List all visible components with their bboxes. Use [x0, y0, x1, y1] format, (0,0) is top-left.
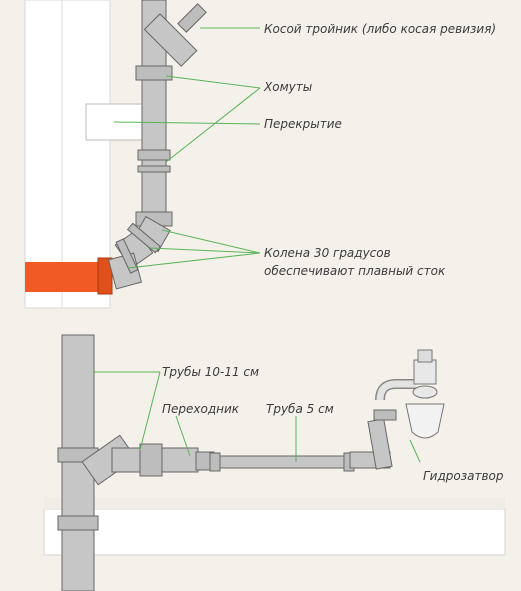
label-elbows-line2: обеспечивают плавный сток	[264, 264, 446, 278]
bottom-leader-lines	[94, 371, 421, 463]
label-clamps: Хомуты	[264, 80, 313, 94]
elbows-30-degrees	[107, 215, 171, 290]
bottom-diagram	[43, 334, 506, 591]
pipe-clamp	[137, 149, 171, 161]
floor	[43, 508, 506, 556]
label-adapter: Переходник	[162, 402, 240, 416]
pipe-socket	[135, 65, 173, 81]
oblique-tee	[143, 3, 207, 67]
label-pipes-10-11: Трубы 10-11 см	[162, 365, 260, 379]
pipe-5cm	[211, 455, 353, 469]
label-pipe-5cm: Труба 5 см	[266, 402, 334, 416]
label-elbows-line1: Колена 30 градусов	[264, 246, 391, 260]
top-diagram	[24, 0, 261, 309]
siphon-trap	[375, 349, 445, 439]
label-oblique-tee: Косой тройник (либо косая ревизия)	[264, 22, 497, 36]
label-trap: Гидрозатвор	[423, 469, 504, 483]
top-leader-lines	[113, 27, 261, 269]
orange-outlet-pipe	[25, 262, 103, 292]
pipe-clamp	[137, 165, 171, 173]
label-floor-slab: Перекрытие	[264, 117, 342, 131]
wall	[24, 0, 111, 309]
pipe-socket	[57, 515, 99, 531]
